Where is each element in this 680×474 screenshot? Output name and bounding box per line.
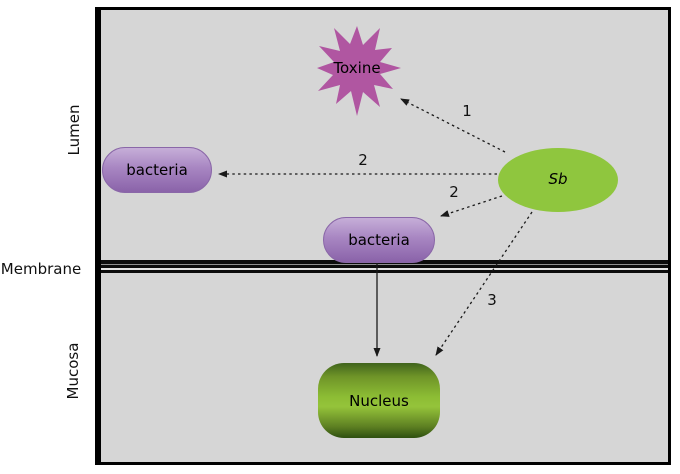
arrow-label-3: 3 [487,291,497,309]
bacteria-lumen-label: bacteria [126,161,188,179]
node-bacteria-membrane [323,217,435,263]
membrane-line-bottom [101,270,668,273]
region-label-membrane: Membrane [0,260,82,278]
toxine-label: Toxine [333,59,381,77]
membrane-gap-thin [101,264,668,265]
membrane-line-middle [101,265,668,268]
membrane-gap-light [101,268,668,270]
node-nucleus [318,363,440,438]
nucleus-label: Nucleus [349,392,409,410]
node-sb [498,148,618,212]
region-label-lumen: Lumen [65,104,83,156]
region-label-mucosa: Mucosa [64,342,82,400]
bacteria-membrane-label: bacteria [348,231,410,249]
sb-label: Sb [548,170,568,188]
arrow-label-2b: 2 [449,183,459,201]
arrow-label-2a: 2 [358,151,368,169]
node-bacteria-lumen [102,147,212,193]
arrow-label-1: 1 [462,102,472,120]
